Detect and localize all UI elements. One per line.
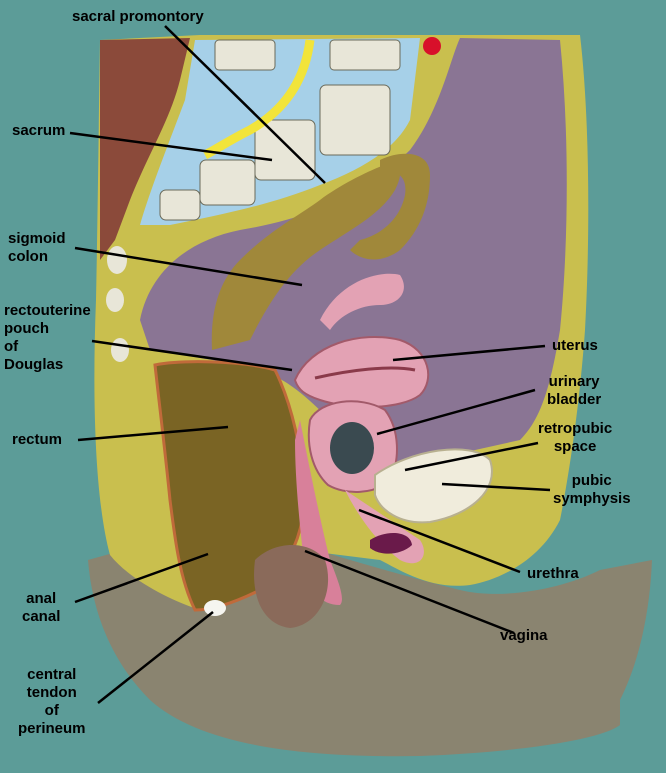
pubic-symphysis-bone	[374, 448, 493, 524]
coccyx-1	[107, 246, 127, 274]
label-urethra: urethra	[527, 565, 579, 582]
back-muscle	[100, 38, 190, 260]
label-rectum: rectum	[12, 431, 63, 448]
label-retropubic-space: retropubic space	[538, 420, 613, 455]
peritoneal-cavity	[140, 38, 567, 470]
leader-central-tendon	[97, 611, 214, 704]
coccyx-2	[106, 288, 124, 312]
leader-anal-canal	[74, 552, 209, 604]
leader-sigmoid-colon	[74, 246, 303, 287]
label-rectouterine-pouch: rectouterine pouch of Douglas	[4, 302, 91, 373]
coccyx-3	[111, 338, 129, 362]
perineal-body	[254, 545, 329, 628]
sigmoid-colon-organ	[211, 163, 401, 350]
vertebra-6	[159, 189, 201, 221]
leader-sacrum	[69, 131, 273, 162]
label-urinary-bladder: urinary bladder	[547, 373, 602, 408]
leader-pubic-symphysis	[441, 482, 551, 492]
label-sigmoid-colon: sigmoid colon	[8, 230, 66, 265]
leader-retropubic-space	[404, 441, 539, 472]
leader-urinary-bladder	[376, 388, 536, 436]
uterus-organ	[293, 336, 430, 408]
clitoris-region	[370, 533, 412, 554]
label-pubic-symphysis: pubic symphysis	[553, 472, 631, 507]
label-anal-canal: anal canal	[22, 590, 61, 625]
label-central-tendon: central tendon of perineum	[18, 666, 86, 737]
uterine-cavity	[314, 366, 416, 380]
vertebra-1	[214, 39, 276, 71]
blood-vessel	[423, 37, 441, 55]
vertebra-3	[319, 84, 391, 156]
label-vagina: vagina	[500, 627, 548, 644]
label-sacral-promontory: sacral promontory	[72, 8, 204, 25]
leader-vagina	[304, 549, 515, 635]
central-tendon-organ	[204, 600, 226, 616]
vertebra-2	[329, 39, 401, 71]
vertebra-4	[254, 119, 316, 181]
label-uterus: uterus	[552, 337, 598, 354]
vertebra-5	[199, 159, 256, 206]
leader-rectum	[77, 425, 229, 442]
label-sacrum: sacrum	[12, 122, 66, 139]
leader-rectouterine-pouch	[91, 339, 293, 372]
leader-urethra	[358, 508, 521, 574]
leader-uterus	[392, 344, 546, 362]
colon-upper-loop	[350, 153, 430, 260]
spinal-nerve	[202, 39, 315, 160]
fallopian-tube	[320, 273, 404, 330]
leader-sacral-promontory	[164, 25, 326, 184]
bladder-lumen	[330, 422, 374, 474]
